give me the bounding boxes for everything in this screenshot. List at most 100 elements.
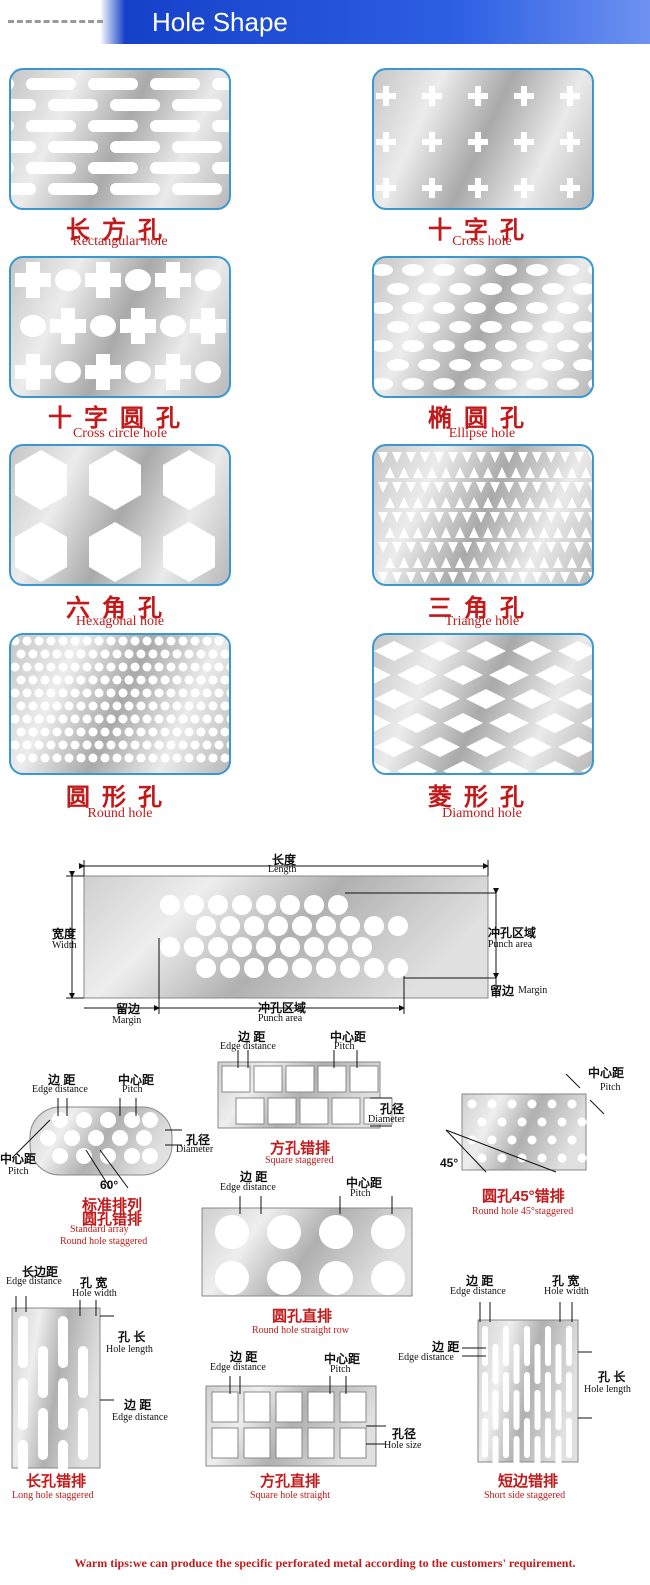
caption-long-hole: 长孔错排 [26, 1473, 87, 1490]
ellipse-hole [433, 264, 455, 276]
round-hole [190, 636, 200, 646]
round-hole [16, 649, 26, 659]
round-hole [202, 688, 212, 698]
round-hole [388, 916, 408, 936]
ellipse-hole [449, 321, 471, 333]
round-hole [100, 649, 110, 659]
round-hole [319, 1261, 353, 1295]
round-hole [100, 701, 110, 711]
square-hole [285, 1065, 315, 1093]
triangle-hole [567, 527, 577, 538]
round-hole [340, 916, 360, 936]
diamond-hole [420, 641, 460, 661]
label-hole-width-en: Hole width [72, 1288, 117, 1299]
round-hole [94, 714, 104, 724]
triangle-hole [574, 482, 584, 493]
label-edge-cn-2: 边 距 [432, 1340, 460, 1354]
cross-hole [85, 354, 121, 390]
round-hole [220, 649, 229, 659]
ellipse-hole [402, 378, 424, 390]
round-hole [160, 649, 170, 659]
round-hole [196, 701, 206, 711]
round-hole [244, 916, 264, 936]
square-hole [307, 1391, 335, 1423]
circle-hole [55, 361, 81, 383]
round-hole [497, 1153, 507, 1163]
cross-hole [468, 132, 488, 152]
triangle-hole [413, 557, 423, 568]
short-hole [566, 1418, 572, 1458]
round-hole [178, 740, 188, 750]
label-hole-width-en: Hole width [544, 1286, 589, 1297]
short-hole [524, 1372, 530, 1412]
round-hole [130, 688, 140, 698]
round-hole [82, 740, 92, 750]
round-hole [94, 662, 104, 672]
round-hole [88, 649, 98, 659]
round-hole [22, 636, 32, 646]
label-punch-cn: 冲孔区域 [488, 926, 537, 940]
round-hole [64, 649, 74, 659]
slot-hole [150, 78, 200, 90]
diamond-hole [374, 714, 391, 732]
short-hole [566, 1372, 572, 1412]
slot-hole [172, 141, 222, 153]
label-pitch-cn: 中心距 [118, 1073, 155, 1087]
round-hole [64, 675, 74, 685]
round-hole [40, 701, 50, 711]
round-hole [46, 662, 56, 672]
slot-hole [11, 183, 36, 195]
panel-hexagonal [9, 444, 231, 586]
diamond-hole [581, 669, 592, 681]
round-hole [124, 701, 134, 711]
caption-en: Ellipse hole [448, 426, 516, 441]
round-hole [166, 636, 176, 646]
round-hole [136, 1130, 152, 1146]
round-hole [226, 662, 229, 672]
triangle-hole [441, 467, 451, 478]
round-hole [112, 701, 122, 711]
label-pitch-en: Pitch [350, 1188, 371, 1199]
triangle-hole [518, 572, 528, 583]
triangle-hole [497, 557, 507, 568]
caption-en: Triangle hole [444, 614, 520, 629]
caption-short-side: 短边错排 [498, 1473, 559, 1490]
triangle-hole [399, 467, 409, 478]
triangle-hole [574, 512, 584, 523]
triangle-hole [588, 572, 592, 581]
square-hole [211, 1391, 239, 1423]
diamond-hole [581, 717, 592, 729]
round-hole [557, 1117, 567, 1127]
circle-hole [195, 269, 221, 291]
triangle-hole [441, 497, 451, 508]
label-pitch-en: Pitch [122, 1084, 143, 1095]
triangle-hole [483, 527, 493, 538]
cross-hole [514, 178, 534, 198]
triangle-hole [462, 542, 472, 553]
round-hole [124, 1112, 140, 1128]
round-hole [58, 714, 68, 724]
round-hole [304, 895, 324, 915]
round-hole [28, 675, 38, 685]
triangle-hole [462, 482, 472, 493]
round-hole [76, 1112, 92, 1128]
round-hole [148, 753, 158, 763]
label-hole-length-cn: 孔 长 [598, 1370, 626, 1384]
triangle-hole [490, 482, 500, 493]
caption-standard-en-2: Round hole staggered [60, 1236, 148, 1247]
triangle-hole [581, 497, 591, 508]
ellipse-hole [588, 379, 592, 389]
triangle-hole [406, 482, 416, 493]
triangle-hole [420, 452, 430, 463]
triangle-hole [455, 527, 465, 538]
label-pitch-cn: 中心距 [330, 1030, 367, 1044]
triangle-hole [469, 557, 479, 568]
triangle-hole [392, 452, 402, 463]
round-hole [160, 937, 180, 957]
round-hole [352, 937, 372, 957]
header-dash [8, 20, 103, 23]
triangle-hole [420, 542, 430, 553]
ellipse-hole [480, 321, 502, 333]
triangle-hole [406, 572, 416, 583]
round-hole [196, 675, 206, 685]
